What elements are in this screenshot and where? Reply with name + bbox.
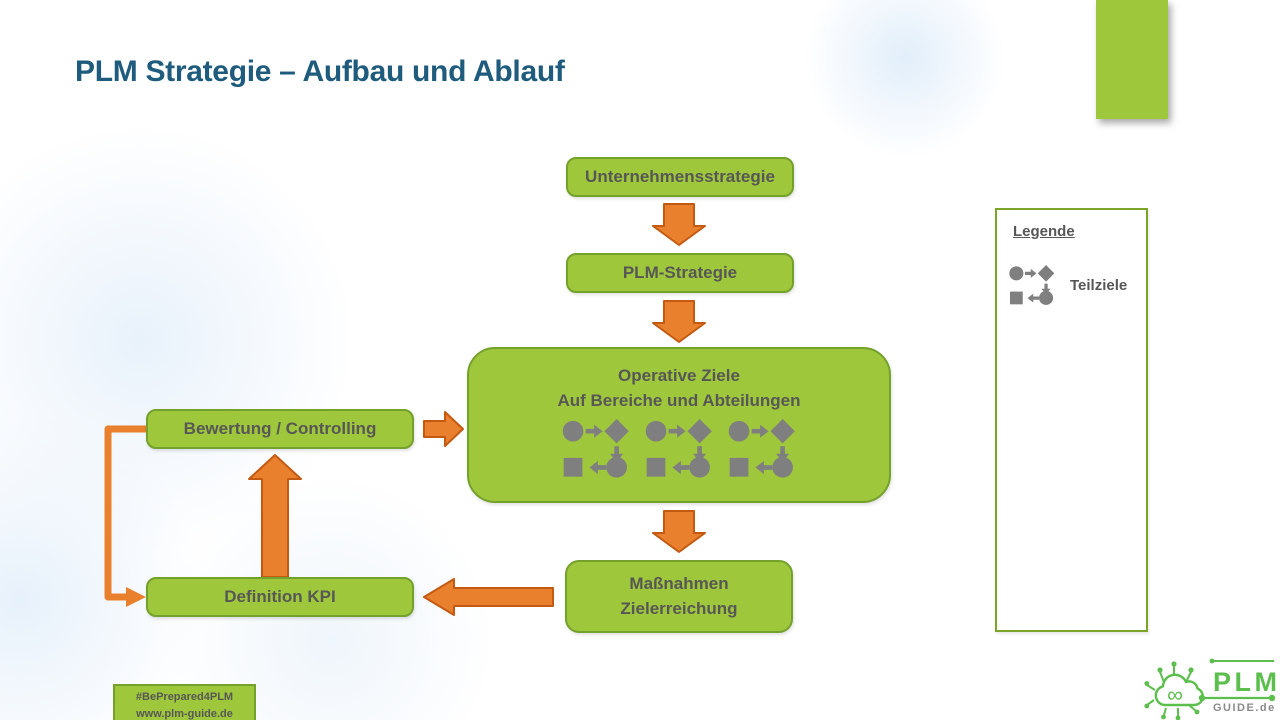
arrow-up-icon	[248, 454, 302, 578]
arrow-down-icon	[652, 510, 706, 553]
infinity-glyph: ∞	[1167, 682, 1183, 707]
flow-box-bewertung-controlling: Bewertung / Controlling	[146, 409, 414, 449]
flow-box-label-line2: Zielerreichung	[620, 598, 738, 618]
logo-domain-text: GUIDE.de	[1213, 702, 1276, 714]
teilziele-icon	[728, 419, 796, 479]
teilziele-icon	[562, 419, 630, 479]
flow-box-label-line1: Operative Ziele	[618, 366, 740, 385]
flow-box-label: Bewertung / Controlling	[183, 418, 377, 438]
legend-panel: Legende Teilziele	[995, 208, 1148, 632]
flow-box-label-line1: Maßnahmen	[629, 573, 729, 593]
footer-badge: #BePrepared4PLM www.plm-guide.de	[113, 684, 256, 720]
flow-box-operative-ziele: Operative Ziele Auf Bereiche und Abteilu…	[467, 347, 891, 503]
cloud-network-icon: ∞	[1144, 658, 1276, 720]
page-title: PLM Strategie – Aufbau und Ablauf	[75, 55, 565, 88]
legend-item-teilziele: Teilziele	[1009, 265, 1146, 306]
arrow-right-icon	[423, 411, 464, 447]
teilziele-icon	[645, 419, 713, 479]
footer-website: www.plm-guide.de	[136, 707, 233, 720]
feedback-elbow-connector	[104, 425, 150, 601]
flow-box-plm-strategie: PLM-Strategie	[566, 253, 794, 293]
plm-guide-logo: ∞ PLM GUIDE.de	[1144, 650, 1280, 720]
flow-box-unternehmensstrategie: Unternehmensstrategie	[566, 157, 794, 197]
elbow-arrowhead-icon	[126, 587, 146, 607]
flow-box-label-line2: Auf Bereiche und Abteilungen	[557, 390, 801, 410]
arrow-down-icon	[652, 203, 706, 246]
teilziele-icon	[1009, 265, 1055, 306]
flow-box-definition-kpi: Definition KPI	[146, 577, 414, 617]
arrow-left-icon	[423, 578, 554, 616]
footer-hashtag: #BePrepared4PLM	[135, 691, 234, 703]
flow-box-massnahmen: Maßnahmen Zielerreichung	[565, 560, 793, 633]
legend-item-label: Teilziele	[1070, 277, 1128, 294]
flow-box-label: Definition KPI	[224, 586, 336, 606]
teilziele-icon-row	[562, 419, 796, 479]
legend-heading: Legende	[1013, 223, 1075, 240]
logo-brand-text: PLM	[1213, 667, 1280, 697]
corner-accent-rect	[1096, 0, 1168, 119]
arrow-down-icon	[652, 300, 706, 343]
flow-box-label: PLM-Strategie	[622, 262, 738, 282]
flow-box-label: Unternehmensstrategie	[585, 166, 775, 186]
